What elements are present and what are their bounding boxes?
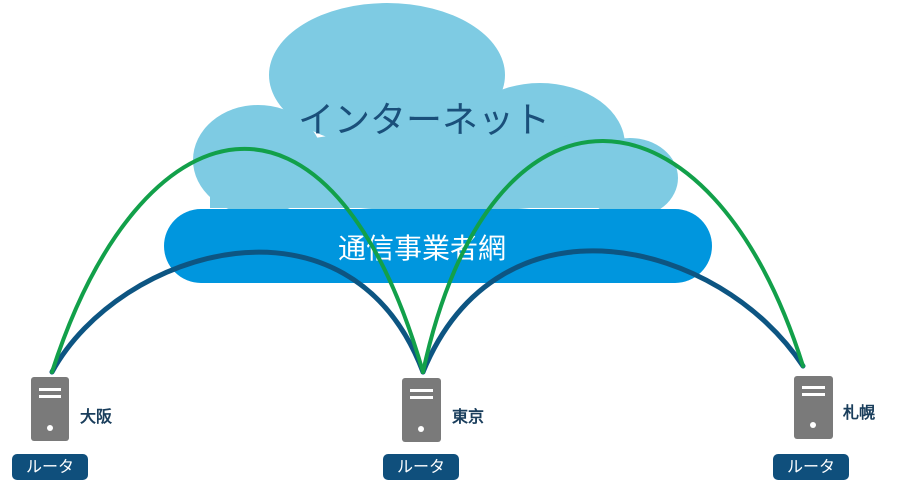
- router-tag: ルータ: [12, 454, 88, 480]
- carrier-network-label: 通信事業者網: [338, 232, 506, 265]
- router-tag: ルータ: [383, 454, 459, 480]
- server-icon: [402, 378, 441, 442]
- internet-cloud: [193, 3, 678, 218]
- router-city-label: 大阪: [80, 407, 113, 426]
- router-tag: ルータ: [773, 454, 849, 480]
- carrier-link-tokyo-sapporo: [420, 248, 806, 375]
- carrier-network-band: [164, 209, 712, 283]
- internet-label: インターネット: [298, 100, 550, 141]
- server-icon: [794, 376, 833, 439]
- carrier-link-osaka-tokyo: [49, 249, 426, 375]
- router-city-label: 札幌: [842, 403, 875, 422]
- router-city-label: 東京: [452, 407, 484, 426]
- internet-link-osaka-tokyo: [50, 146, 425, 374]
- server-icon: [31, 377, 69, 441]
- internet-link-tokyo-sapporo: [421, 139, 805, 374]
